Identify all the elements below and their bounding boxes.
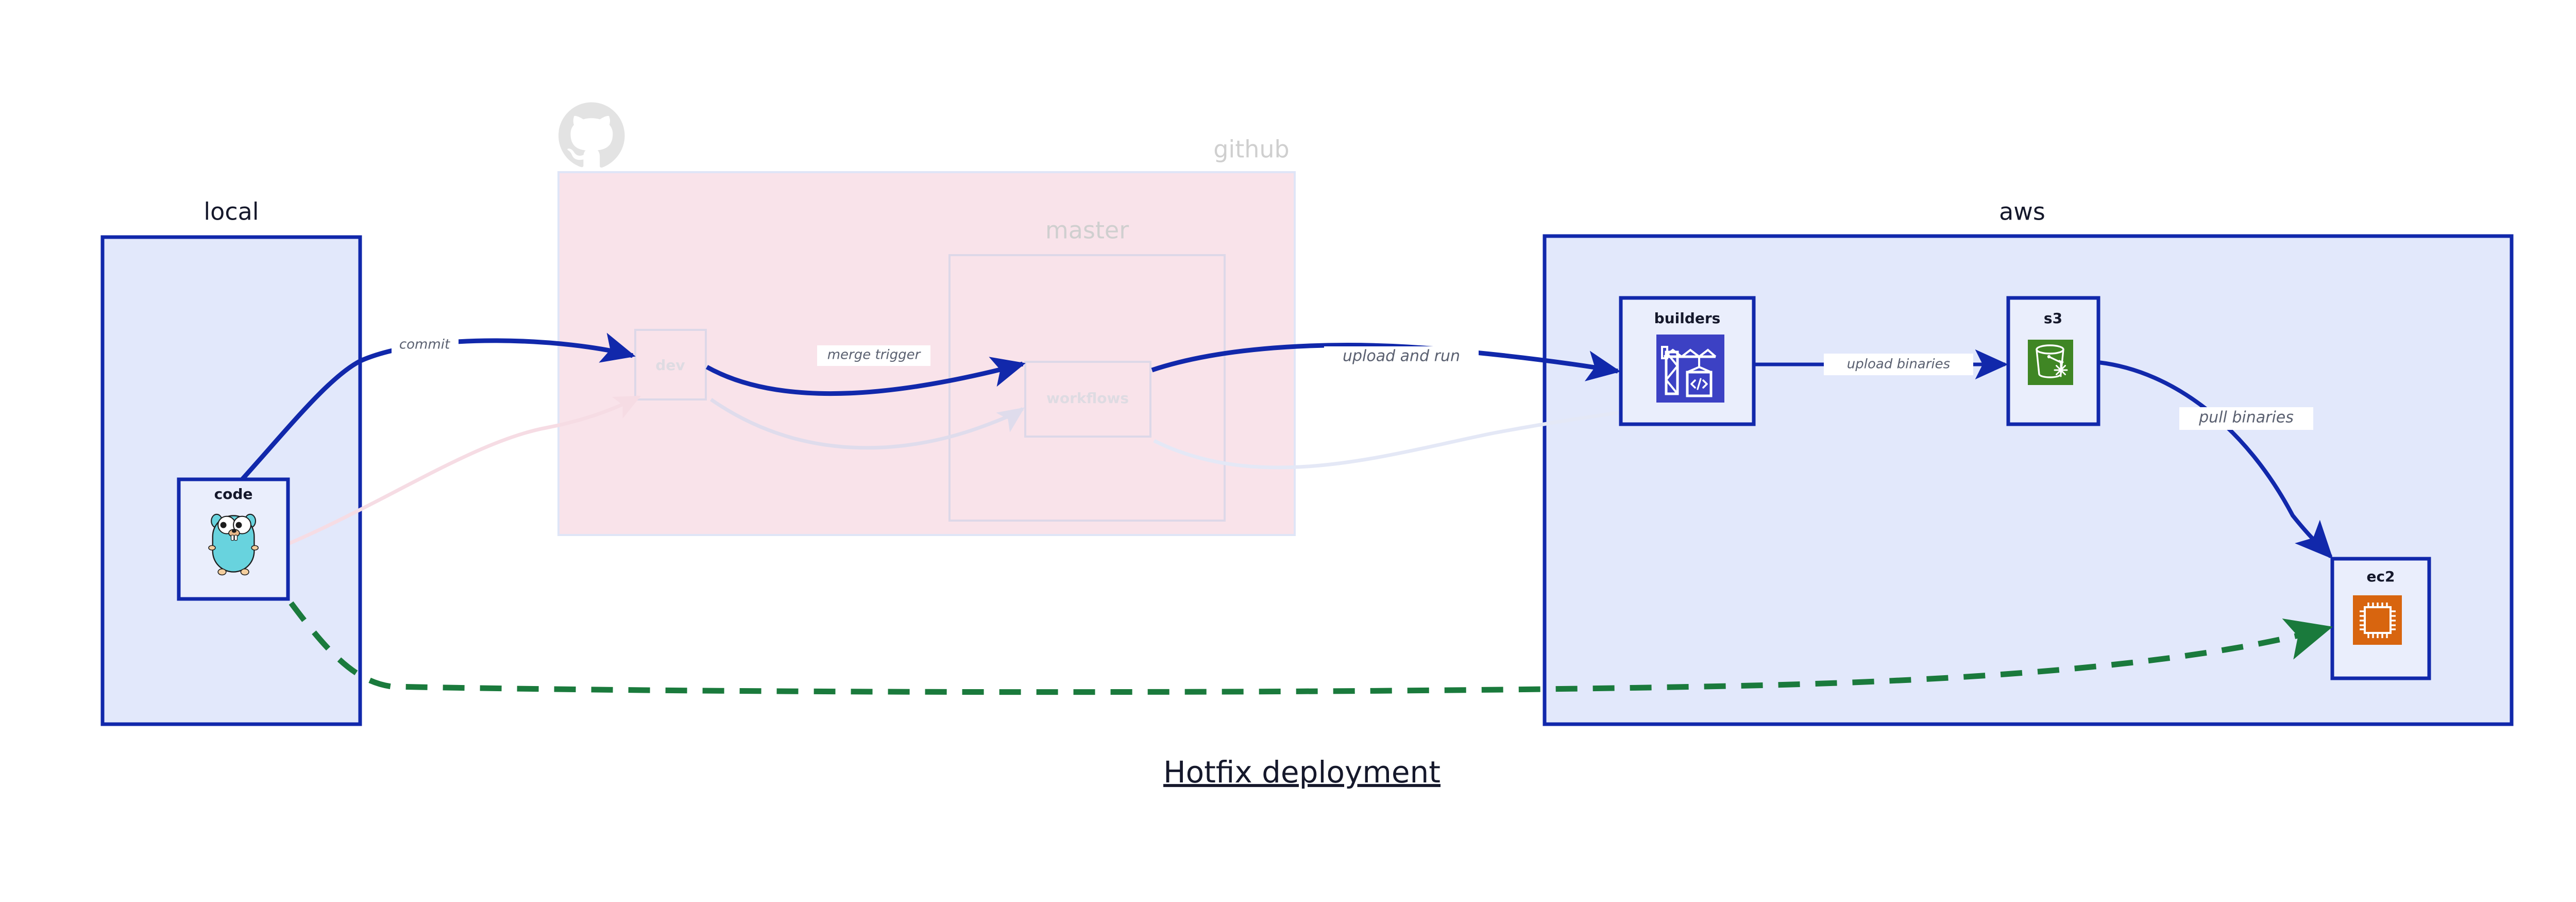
upload-binaries-label-bg bbox=[1824, 354, 1973, 375]
node-s3[interactable]: s3 bbox=[2006, 296, 2100, 426]
s3-node-label: s3 bbox=[2044, 310, 2062, 327]
merge-trigger-edge-path bbox=[705, 357, 1026, 396]
edge-upload-binaries: upload binaries bbox=[1755, 349, 2008, 380]
pull-binaries-label-bg bbox=[2179, 407, 2313, 430]
code-node-label: code bbox=[214, 486, 253, 503]
node-workflows[interactable]: workflows bbox=[1024, 361, 1151, 438]
local-group-label: local bbox=[204, 198, 259, 226]
dev-node-label: dev bbox=[655, 357, 685, 374]
faded-commit-edge bbox=[241, 395, 641, 564]
edge-upload-and-run: upload and run bbox=[1151, 343, 1621, 381]
edge-commit: commit bbox=[240, 332, 636, 481]
node-code[interactable]: code bbox=[177, 477, 290, 601]
merge-trigger-edge-label: merge trigger bbox=[827, 347, 922, 363]
aws-group-label: aws bbox=[1999, 198, 2045, 226]
upload-and-run-edge-label: upload and run bbox=[1343, 347, 1460, 365]
node-dev[interactable]: dev bbox=[634, 329, 707, 400]
node-builders[interactable]: builders bbox=[1619, 296, 1756, 426]
go-gopher-icon bbox=[208, 513, 259, 576]
merge-trigger-label-bg bbox=[817, 345, 930, 366]
group-master: master bbox=[948, 216, 1226, 522]
aws-s3-glacier-icon bbox=[2028, 340, 2073, 385]
hotfix-direct-edge-path bbox=[289, 601, 2333, 695]
faded-edges bbox=[241, 395, 1649, 564]
group-github: github master dev workflows bbox=[557, 102, 1296, 536]
faded-upload-edge bbox=[1153, 400, 1649, 470]
master-group-label: master bbox=[1045, 216, 1129, 244]
commit-edge-label: commit bbox=[399, 337, 450, 353]
builders-node-label: builders bbox=[1654, 310, 1721, 327]
master-group-box bbox=[948, 254, 1226, 522]
aws-codebuild-icon bbox=[1656, 335, 1724, 403]
pull-binaries-edge-label: pull binaries bbox=[2198, 409, 2294, 427]
node-ec2[interactable]: ec2 bbox=[2330, 557, 2431, 680]
pull-binaries-edge-path bbox=[2098, 360, 2333, 559]
upload-binaries-edge-label: upload binaries bbox=[1847, 357, 1950, 372]
commit-label-bg bbox=[392, 335, 459, 356]
workflows-node-label: workflows bbox=[1046, 390, 1129, 407]
edge-hotfix-direct bbox=[289, 601, 2333, 695]
faded-merge-edge bbox=[710, 398, 1025, 450]
commit-edge-path bbox=[240, 332, 636, 481]
ec2-node-label: ec2 bbox=[2366, 568, 2395, 585]
github-group-label: github bbox=[1213, 136, 1290, 163]
github-octocat-icon bbox=[558, 102, 625, 168]
workflows-node-box bbox=[1024, 361, 1151, 438]
dev-node-box bbox=[634, 329, 707, 400]
aws-ec2-chip-icon bbox=[2353, 595, 2402, 645]
upload-and-run-label-bg bbox=[1324, 346, 1479, 369]
edge-merge-trigger: merge trigger bbox=[705, 345, 1026, 396]
page-title: Hotfix deployment bbox=[1163, 755, 1440, 790]
edge-pull-binaries: pull binaries bbox=[2098, 360, 2333, 559]
